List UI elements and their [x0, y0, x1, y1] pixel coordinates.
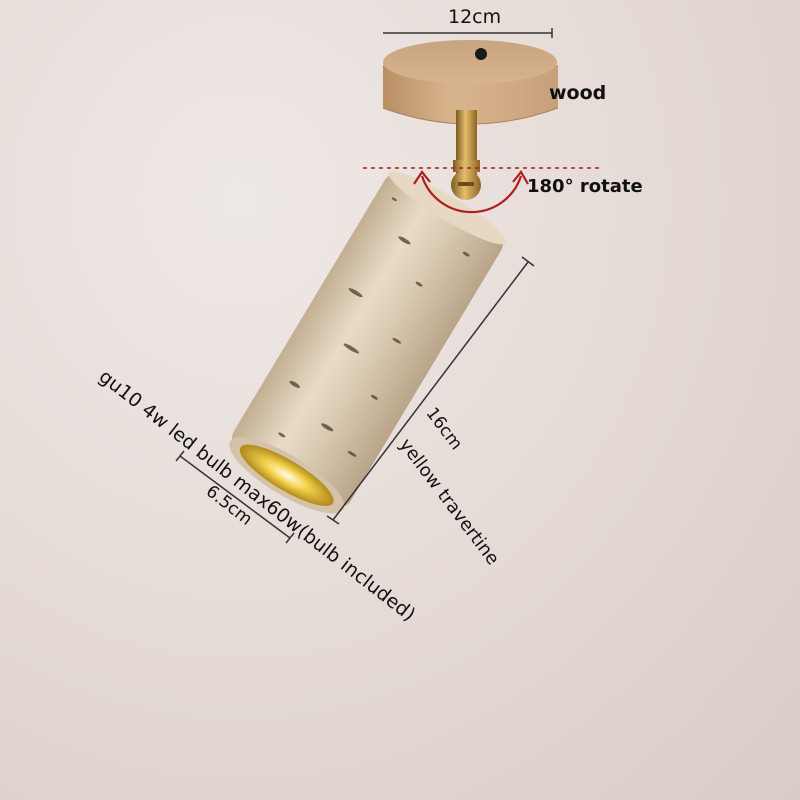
- brass-swivel: [451, 110, 481, 200]
- dimension-6-5cm: [175, 450, 295, 544]
- dimension-16cm: [326, 256, 535, 525]
- travertine-shade: [229, 171, 507, 514]
- arrow-right-icon: [512, 170, 529, 185]
- bulb-opening: [239, 444, 334, 506]
- screw-icon: [475, 48, 487, 60]
- base-material-label: wood: [549, 82, 607, 104]
- rotation-label: 180° rotate: [527, 176, 643, 197]
- arrow-left-icon: [413, 170, 431, 185]
- rotate-indicator: [363, 167, 600, 214]
- base-width-label: 12cm: [448, 6, 502, 28]
- dimension-12cm: [383, 28, 553, 38]
- wood-base: [382, 40, 559, 125]
